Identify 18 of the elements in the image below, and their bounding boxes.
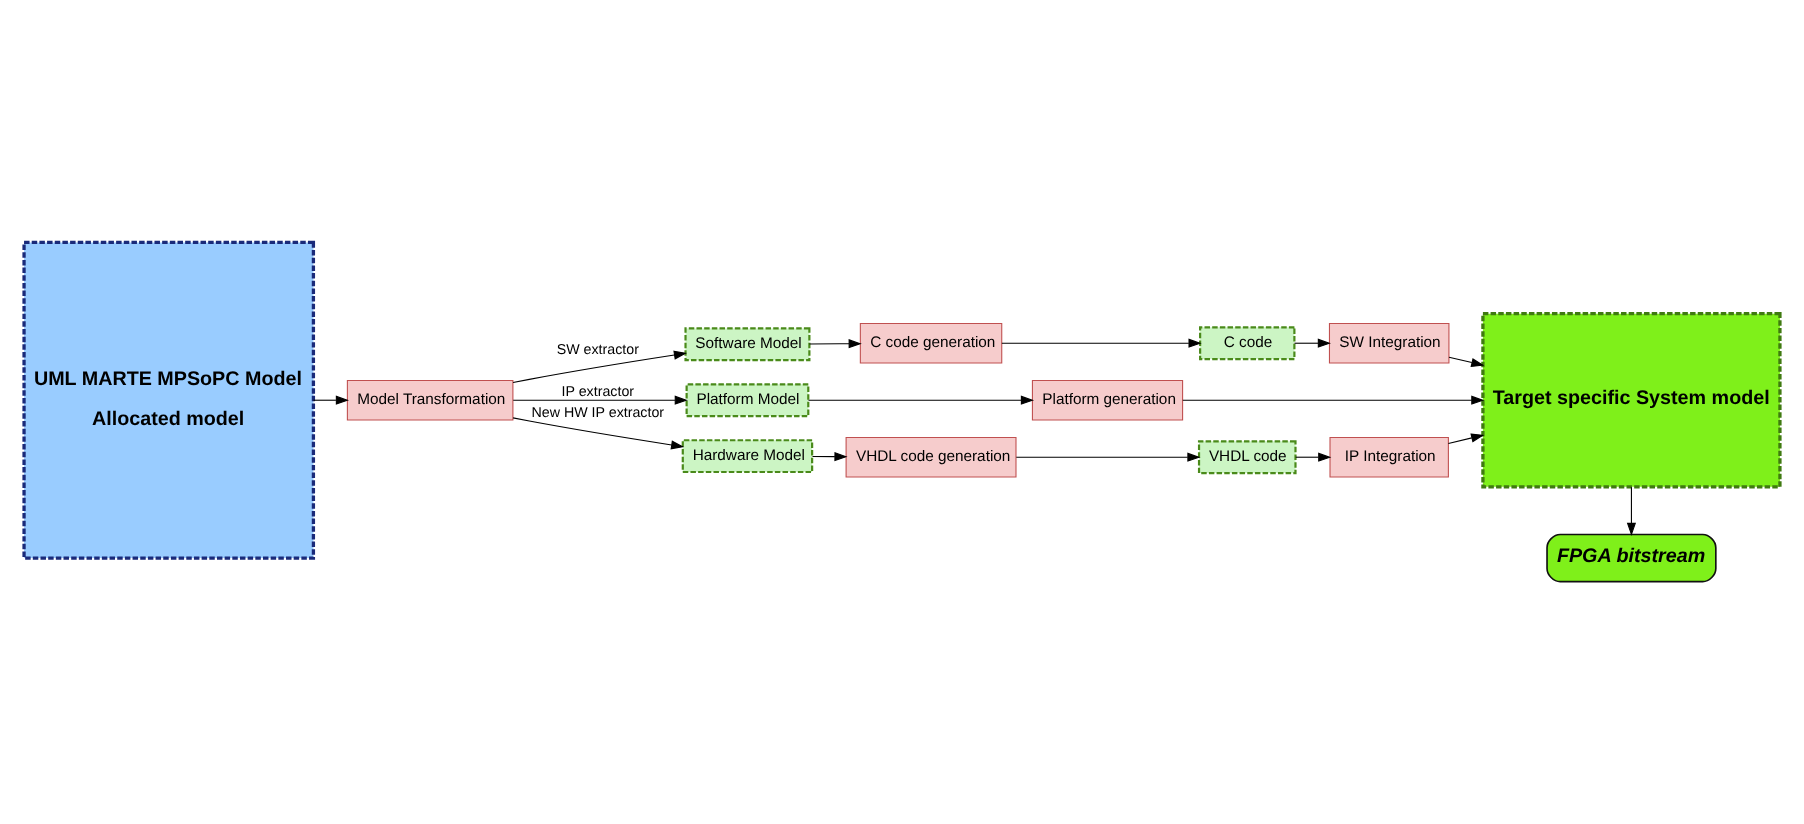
arrow: [807, 395, 1034, 405]
arrow: [1015, 452, 1201, 462]
arrow: [512, 350, 688, 384]
node-box: UML MARTE MPSoPC Model Allocated model: [22, 240, 316, 560]
arrow: [512, 417, 685, 450]
arrow: [1293, 338, 1331, 348]
node-box: Target specific System model: [1481, 312, 1782, 489]
arrow: [811, 452, 848, 462]
arrow: [808, 339, 862, 349]
arrow: [512, 395, 688, 405]
arrow: [1001, 338, 1202, 348]
arrow: [1182, 395, 1485, 405]
arrow: [1448, 356, 1485, 367]
arrow: [1295, 452, 1332, 462]
arrow: [312, 395, 349, 405]
node-box: FPGA bitstream: [1546, 533, 1717, 583]
arrow: [1447, 433, 1485, 444]
arrow: [1626, 486, 1637, 536]
